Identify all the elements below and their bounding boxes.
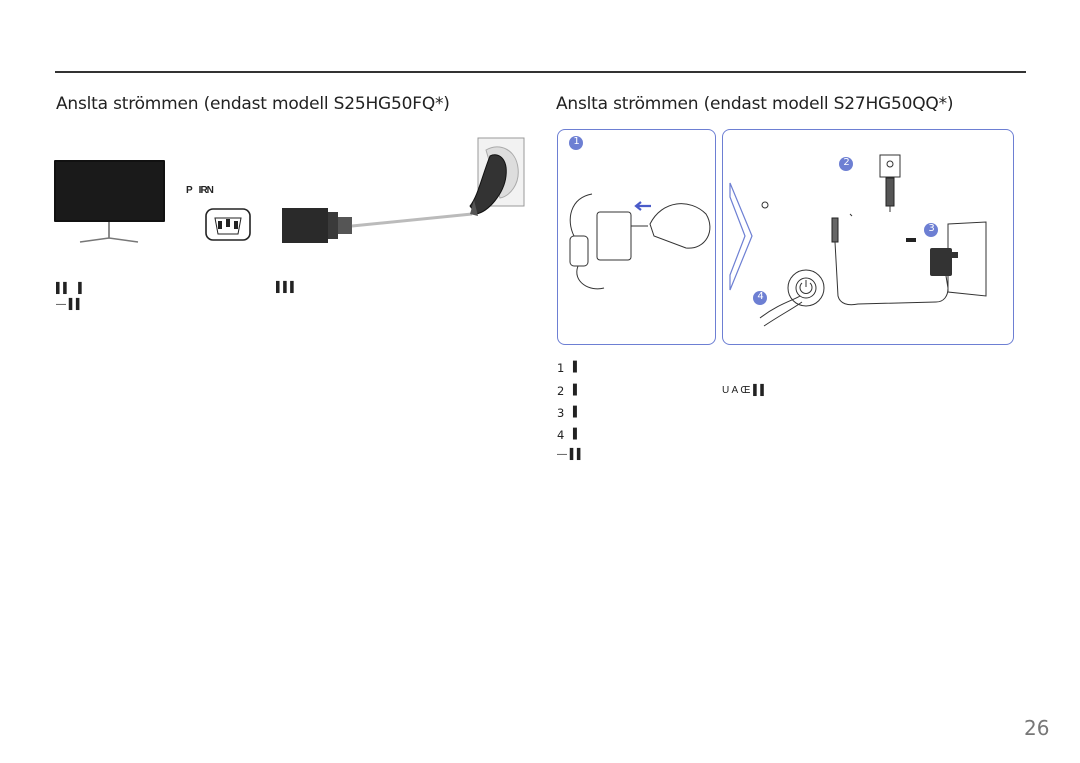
- right-heading: Anslta strömmen (endast modell S27HG50QQ…: [556, 94, 954, 114]
- step-2-number: 2: [557, 384, 565, 398]
- small-port-icon: [761, 201, 769, 209]
- left-heading: Anslta strömmen (endast modell S25HG50FQ…: [56, 94, 450, 114]
- callout-3-label: 3: [928, 223, 935, 234]
- step1-panel: [557, 129, 716, 345]
- page-number: 26: [1024, 716, 1050, 740]
- left-caption-start: ▌▌▌: [56, 283, 86, 294]
- top-rule: [55, 71, 1026, 73]
- insert-arrow-icon: [634, 201, 651, 211]
- wall-adapter-icon: [906, 221, 987, 297]
- right-note: — ▌▌: [557, 449, 584, 460]
- step-4-number: 4: [557, 428, 565, 442]
- step-2-text: ▌: [573, 385, 581, 396]
- callout-2-label: 2: [843, 157, 850, 168]
- callout-1-label: 1: [573, 136, 580, 147]
- step-4-text: ▌: [573, 429, 581, 440]
- step-1-number: 1: [557, 361, 565, 375]
- callout-2: [839, 157, 853, 171]
- left-caption-mid: ▌▌▌: [276, 282, 298, 293]
- monitor-image: [54, 160, 165, 243]
- power-socket-icon: [205, 208, 251, 241]
- power-button-icon: [759, 269, 825, 327]
- port-label: PIRN: [186, 185, 214, 196]
- next-arrow-icon: [729, 182, 753, 291]
- power-plug-connector: [282, 208, 473, 243]
- steps234-panel: [722, 129, 1014, 345]
- callout-1: [569, 136, 583, 150]
- step-2-extra: U A Œ ▌▌: [722, 385, 768, 396]
- step-1-text: ▌: [573, 362, 581, 373]
- step-3-number: 3: [557, 406, 565, 420]
- callout-4-label: 4: [757, 291, 764, 302]
- callout-4: [753, 291, 767, 305]
- dc-jack-icon: [879, 154, 901, 212]
- left-caption-note: — ▌▌: [56, 299, 83, 310]
- callout-3: [924, 223, 938, 237]
- dc-cable: [831, 213, 949, 306]
- wall-outlet-plug: [469, 137, 525, 216]
- step-3-text: ▌: [573, 407, 581, 418]
- power-adapter-icon: [569, 193, 711, 290]
